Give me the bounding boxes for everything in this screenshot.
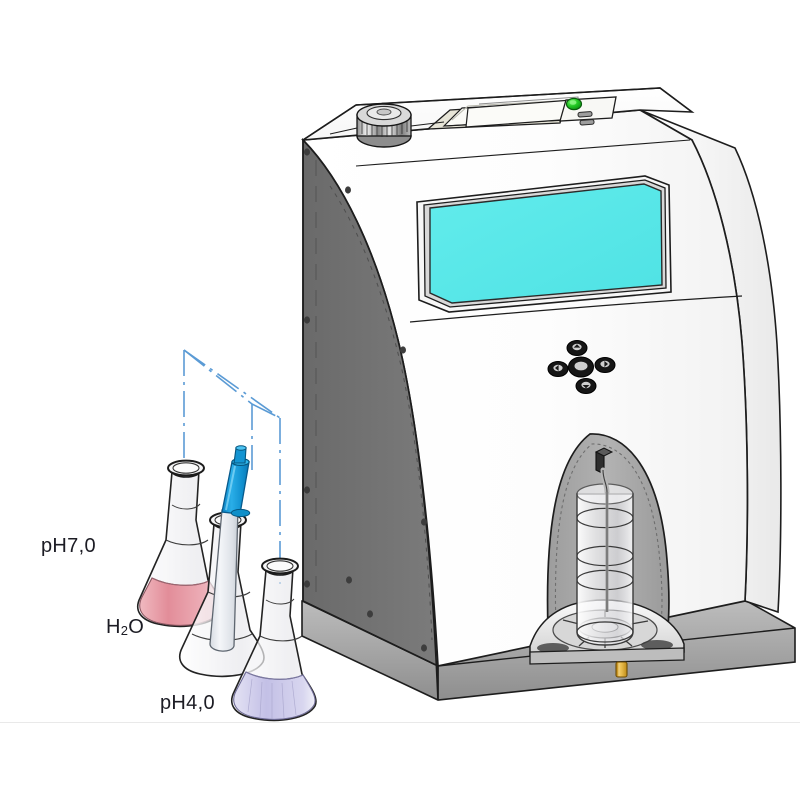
label-water-prefix: H — [106, 616, 121, 638]
label-buffer-ph7: pH7,0 — [41, 535, 96, 557]
label-buffer-ph4: pH4,0 — [160, 692, 215, 714]
brass-connector — [615, 661, 628, 678]
directional-keypad[interactable] — [547, 340, 616, 394]
sample-bottle — [576, 483, 634, 646]
flask-ph4 — [230, 557, 317, 722]
motion-path-centerlines — [183, 349, 281, 584]
instrument-body — [301, 87, 796, 701]
label-water-suffix: O — [128, 616, 145, 638]
aux-button-1[interactable] — [577, 111, 593, 118]
top-control-block — [559, 96, 617, 126]
side-panel-screws — [304, 148, 427, 652]
footer-divider — [0, 722, 800, 723]
label-water-subscript: 2 — [120, 623, 129, 638]
aux-button-2[interactable] — [579, 119, 595, 126]
lcd-screen[interactable] — [416, 175, 672, 313]
ph-electrode-probe — [209, 445, 251, 652]
dispensing-probe — [594, 447, 614, 612]
knurled-knob[interactable] — [329, 103, 445, 148]
left-side-panel — [302, 137, 439, 701]
label-water: H2O — [106, 616, 144, 639]
